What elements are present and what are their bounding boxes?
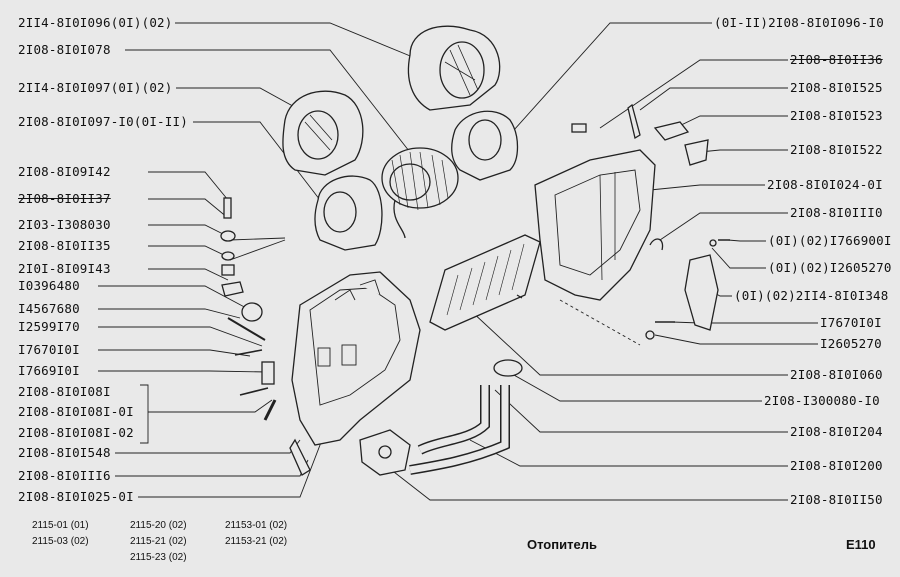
part-label: 2II4-8I0I097(0I)(02) [18,80,173,95]
part-label: (0I-II)2I08-8I0I096-I0 [714,15,884,30]
part-label: 2I08-8I0I525 [790,80,883,95]
part-label: 2I08-8I0I060 [790,367,883,382]
fan-impeller [381,147,459,239]
fan-housing-top [407,25,501,111]
part-label: 2I08-8I0I08I-02 [18,425,134,440]
part-label: 2I08-8I0III0 [790,205,883,220]
part-label: 2I08-I300080-I0 [764,393,880,408]
part-label: 2I08-8I0I522 [790,142,883,157]
part-label: 2I08-8I0I078 [18,42,111,57]
part-label: 2I0I-8I09I43 [18,261,111,276]
part-label: (0I)(02)I766900I [768,233,892,248]
model-code: 2115-23 (02) [130,552,187,563]
part-label: 2I03-I308030 [18,217,111,232]
part-label: I7669I0I [18,363,80,378]
small-fasteners-right [571,103,730,340]
model-code: 2115-01 (01) [32,520,89,531]
part-label: 2I08-8I0I024-0I [767,177,883,192]
part-label: 2I08-8I0I08I [18,384,111,399]
part-label: 2I08-8I0I097-I0(0I-II) [18,114,188,129]
part-label: I2599I70 [18,319,80,334]
part-label: 2I08-8I0I548 [18,445,111,460]
model-code: 2115-21 (02) [130,536,187,547]
part-label: I7670I0I [18,342,80,357]
fan-housing-right [451,110,519,181]
parts-drawing [220,25,730,476]
part-label: I0396480 [18,278,80,293]
page-title: Отопитель [527,537,597,552]
model-code: 2115-03 (02) [32,536,89,547]
part-label: 2I08-8I0II37 [18,191,111,206]
page-number: E110 [846,537,876,552]
model-code: 21153-01 (02) [225,520,288,531]
heater-housing-right [534,149,656,301]
heater-housing-left [291,271,421,446]
leader-lines [98,22,818,501]
hose-clamp [493,359,523,377]
part-label: 2I08-8I0I025-0I [18,489,134,504]
small-fasteners-left [220,197,311,476]
part-label: 2I08-8I0I204 [790,424,883,439]
model-code: 21153-21 (02) [225,536,288,547]
part-label: (0I)(02)I2605270 [768,260,892,275]
part-label: I7670I0I [820,315,882,330]
part-label: 2I08-8I0III6 [18,468,111,483]
part-label: 2I08-8I0II50 [790,492,883,507]
part-label: 2I08-8I0II36 [790,52,883,67]
part-label: 2I08-8I0II35 [18,238,111,253]
heater-pipes [409,385,510,475]
radiator-core [429,234,541,331]
part-label: I2605270 [820,336,882,351]
part-label: 2I08-8I0I523 [790,108,883,123]
heater-valve [359,429,411,476]
part-label: 2I08-8I0I08I-0I [18,404,134,419]
part-label: (0I)(02)2II4-8I0I348 [734,288,889,303]
part-label: 2I08-8I0I200 [790,458,883,473]
part-label: 2I08-8I09I42 [18,164,111,179]
model-code: 2115-20 (02) [130,520,187,531]
part-label: 2II4-8I0I096(0I)(02) [18,15,173,30]
fan-housing-left [282,90,364,176]
fan-housing-lower [314,175,383,251]
part-label: I4567680 [18,301,80,316]
